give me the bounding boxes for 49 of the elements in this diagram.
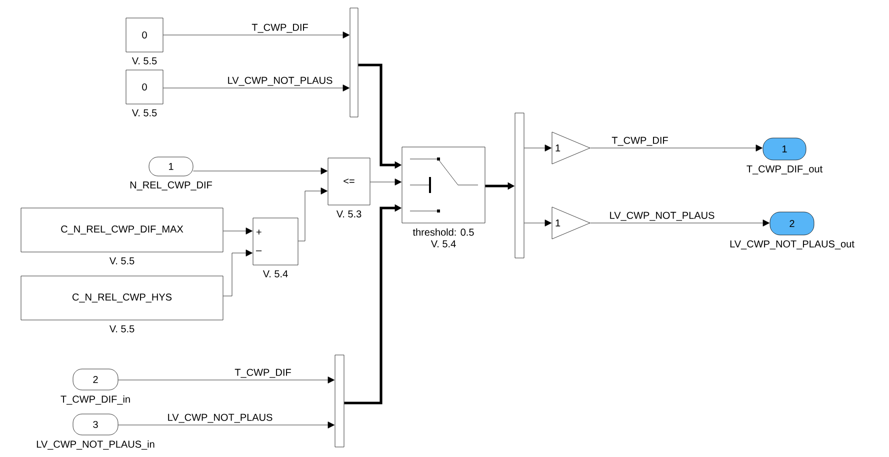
inport-block: 1 bbox=[148, 156, 194, 176]
block-label: V. 5.3 bbox=[336, 210, 362, 218]
constant-block: C_N_REL_CWP_HYS bbox=[20, 276, 224, 320]
mux-bar bbox=[350, 8, 358, 118]
edge-label: LV_CWP_NOT_PLAUS bbox=[226, 76, 334, 87]
arrow bbox=[163, 32, 350, 38]
edge-label: T_CWP_DIF bbox=[250, 22, 310, 34]
arrow bbox=[193, 168, 328, 174]
edge-label: LV_CWP_NOT_PLAUS bbox=[608, 210, 716, 222]
block-label: V. 5.4 bbox=[430, 240, 456, 248]
constant-block: <= bbox=[328, 158, 370, 206]
arrow bbox=[524, 144, 552, 152]
block-label: V. 5.5 bbox=[132, 109, 157, 116]
switch-block bbox=[402, 146, 486, 224]
inport-block: 3 bbox=[72, 414, 118, 436]
gain-triangle: 1 bbox=[552, 132, 590, 164]
block-label: V. 5.4 bbox=[262, 270, 288, 278]
block-label: V. 5.5 bbox=[132, 57, 157, 64]
block-label: LV_CWP_NOT_PLAUS_out bbox=[730, 240, 854, 250]
block-label: threshold: 0.5 bbox=[412, 228, 474, 236]
constant-block: C_N_REL_CWP_DIF_MAX bbox=[20, 208, 224, 252]
block-label: V. 5.5 bbox=[109, 257, 134, 264]
arrow bbox=[370, 178, 402, 186]
edge-label: T_CWP_DIF bbox=[234, 368, 292, 379]
block-label: N_REL_CWP_DIF bbox=[130, 181, 212, 190]
block-label: LV_CWP_NOT_PLAUS_in bbox=[36, 440, 154, 450]
arrow bbox=[298, 188, 328, 242]
constant-block: 0 bbox=[126, 18, 164, 52]
sum-block: + – bbox=[252, 218, 298, 266]
arrow bbox=[590, 220, 770, 226]
arrow bbox=[118, 376, 335, 384]
edge-label: T_CWP_DIF bbox=[610, 136, 670, 147]
arrow bbox=[590, 144, 763, 152]
mux-bar bbox=[514, 112, 524, 258]
block-label: T_CWP_DIF_in bbox=[60, 395, 130, 405]
mux-bar bbox=[334, 354, 344, 448]
outport-block: 1 bbox=[762, 138, 806, 160]
inport-block: 2 bbox=[72, 368, 118, 390]
gain-triangle: 1 bbox=[552, 206, 590, 240]
block-label: T_CWP_DIF_out bbox=[746, 165, 822, 174]
arrow bbox=[223, 228, 253, 234]
arrow bbox=[163, 84, 350, 92]
arrow bbox=[524, 220, 552, 226]
arrow bbox=[223, 250, 253, 296]
outport-block: 2 bbox=[770, 212, 814, 236]
constant-block: 0 bbox=[126, 70, 164, 104]
edge-label: LV_CWP_NOT_PLAUS bbox=[166, 412, 274, 424]
arrow bbox=[118, 422, 335, 428]
block-label: V. 5.5 bbox=[109, 325, 134, 332]
